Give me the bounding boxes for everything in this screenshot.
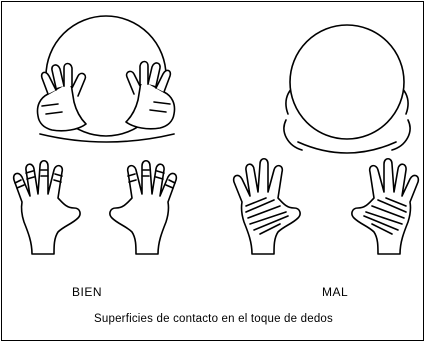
right-open-hand-icon — [110, 161, 176, 254]
bad-technique-illustration — [234, 25, 419, 254]
good-label: BIEN — [72, 285, 102, 299]
right-hand-on-ball-icon — [126, 62, 175, 129]
right-palm-hand-icon — [352, 159, 418, 254]
ball-icon — [290, 25, 404, 139]
bad-label: MAL — [322, 285, 348, 299]
left-open-hand-icon — [14, 161, 80, 254]
left-palm-hand-icon — [234, 159, 300, 254]
figure-caption: Superficies de contacto en el toque de d… — [2, 313, 425, 325]
good-technique-illustration — [14, 16, 177, 254]
left-hand-on-ball-icon — [37, 64, 86, 131]
